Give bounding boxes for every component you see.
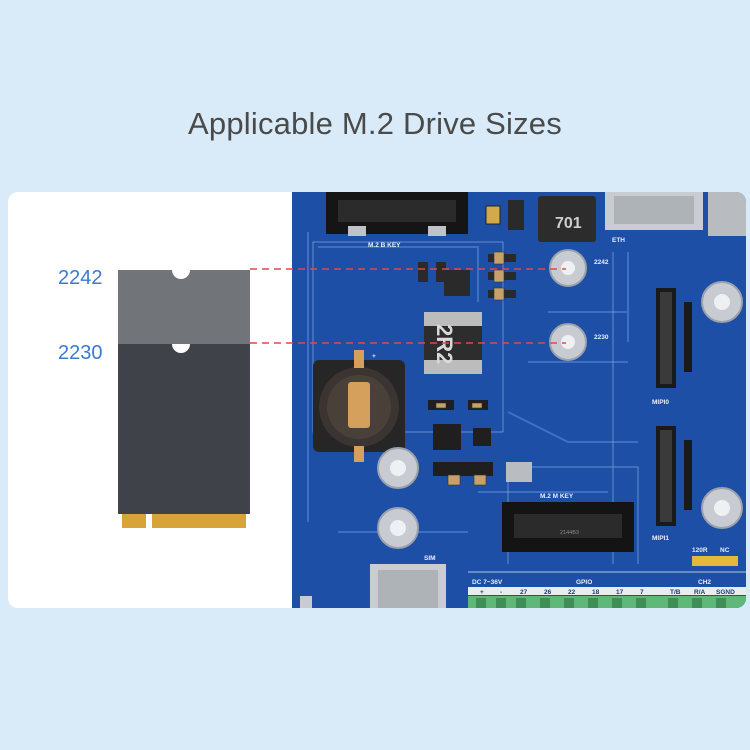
ch2-label: CH2 [698, 579, 711, 586]
nc-label: NC [720, 547, 730, 554]
mount-hole-2230: 2230 [549, 323, 609, 361]
m2-b-key-connector: M.2 B KEY [326, 192, 468, 249]
ethernet-port: ETH [605, 192, 703, 244]
mipi1-connector: MIPI1 [652, 426, 692, 542]
120r-label: 120R [692, 547, 708, 554]
svg-text:7: 7 [640, 589, 644, 596]
jumper [692, 556, 738, 566]
eth-label: ETH [612, 237, 625, 244]
svg-text:22: 22 [568, 589, 576, 596]
ssd-card [118, 270, 250, 528]
svg-text:R/A: R/A [694, 589, 706, 596]
page-title: Applicable M.2 Drive Sizes [188, 106, 562, 141]
inductor-2r2-label: 2R2 [432, 324, 457, 364]
mount-hole-2242: 2242 [549, 249, 609, 287]
mipi0-connector: MIPI0 [652, 288, 692, 406]
m2-m-key-connector: M.2 M KEY 2144B3 [502, 462, 634, 552]
svg-text:-: - [500, 589, 502, 596]
svg-text:T/B: T/B [670, 589, 681, 596]
sim-label: SIM [424, 555, 436, 562]
svg-text:26: 26 [544, 589, 552, 596]
m2-b-key-label: M.2 B KEY [368, 242, 401, 249]
gold-contacts-right [152, 514, 246, 528]
terminal-block [468, 596, 746, 608]
gold-contacts-left [122, 514, 146, 528]
standoff-right-2 [701, 487, 743, 529]
size-label-2242: 2242 [58, 267, 103, 289]
sim-slot: SIM [370, 555, 446, 608]
svg-text:17: 17 [616, 589, 624, 596]
connector-mark: 2144B3 [560, 530, 579, 536]
mount-2242-label: 2242 [594, 259, 609, 266]
inductor-2r2: 2R2 [424, 312, 482, 374]
svg-text:27: 27 [520, 589, 528, 596]
standoff-right-1 [701, 281, 743, 323]
inductor-top: 701 [538, 196, 596, 242]
inductor-top-label: 701 [555, 215, 582, 232]
svg-text:+: + [480, 589, 484, 596]
m2-m-key-label: M.2 M KEY [540, 493, 574, 500]
pcb-traces [307, 232, 638, 533]
mipi1-label: MIPI1 [652, 535, 669, 542]
dc-label: DC 7~36V [472, 579, 503, 586]
mipi0-label: MIPI0 [652, 399, 669, 406]
mount-2230-label: 2230 [594, 334, 609, 341]
size-label-2230: 2230 [58, 342, 103, 364]
svg-text:+: + [372, 353, 376, 360]
product-illustration: M.2 B KEY 701 ETH [118, 192, 746, 608]
standoff-left-1 [377, 447, 419, 489]
svg-text:18: 18 [592, 589, 600, 596]
battery-holder: + [313, 350, 405, 462]
product-image-card: M.2 B KEY 701 ETH [8, 192, 746, 608]
gpio-label: GPIO [576, 579, 592, 586]
svg-text:SGND: SGND [716, 589, 735, 596]
standoff-left-2 [377, 507, 419, 549]
